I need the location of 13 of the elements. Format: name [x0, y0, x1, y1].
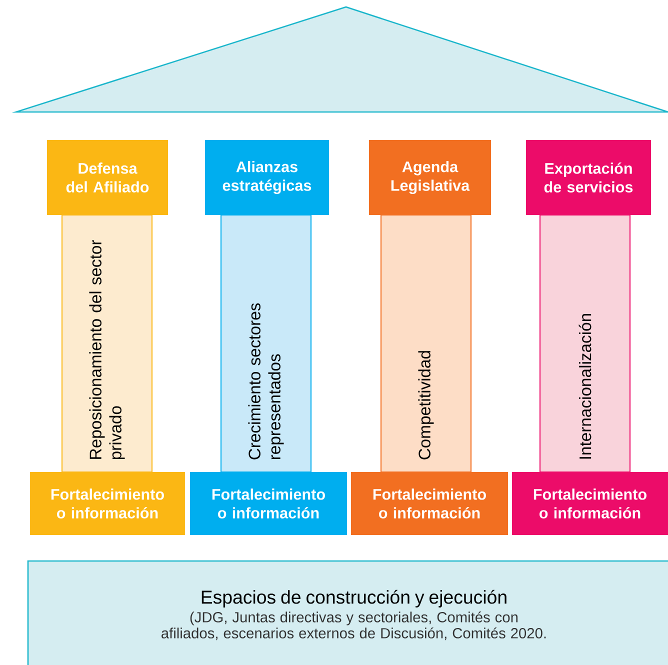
- column-base: Fortalecimiento o información: [350, 472, 508, 535]
- column-shaft: Crecimiento sectores representados: [220, 214, 312, 473]
- column-shaft: Competitividad: [380, 214, 472, 473]
- column-capital: Agenda Legislativa: [369, 140, 491, 215]
- column-base: Fortalecimiento o información: [512, 472, 668, 535]
- column-capital: Defensa del Afiliado: [46, 140, 168, 215]
- column-base: Fortalecimiento o información: [30, 472, 185, 535]
- column-capital: Exportación de servicios: [526, 140, 652, 215]
- foundation-box: Espacios de construcción y ejecución (JDG, Juntas directivas y sectoriales, Comités con afiliados, escenarios externos de Discusión, Comités 2020.: [27, 560, 668, 665]
- column-shaft: Internacionalización: [539, 214, 631, 473]
- column-shaft: Reposicionamiento del sector privado: [61, 214, 153, 473]
- column-capital: Alianzas estratégicas: [205, 140, 329, 215]
- column-base: Fortalecimiento o información: [190, 472, 348, 535]
